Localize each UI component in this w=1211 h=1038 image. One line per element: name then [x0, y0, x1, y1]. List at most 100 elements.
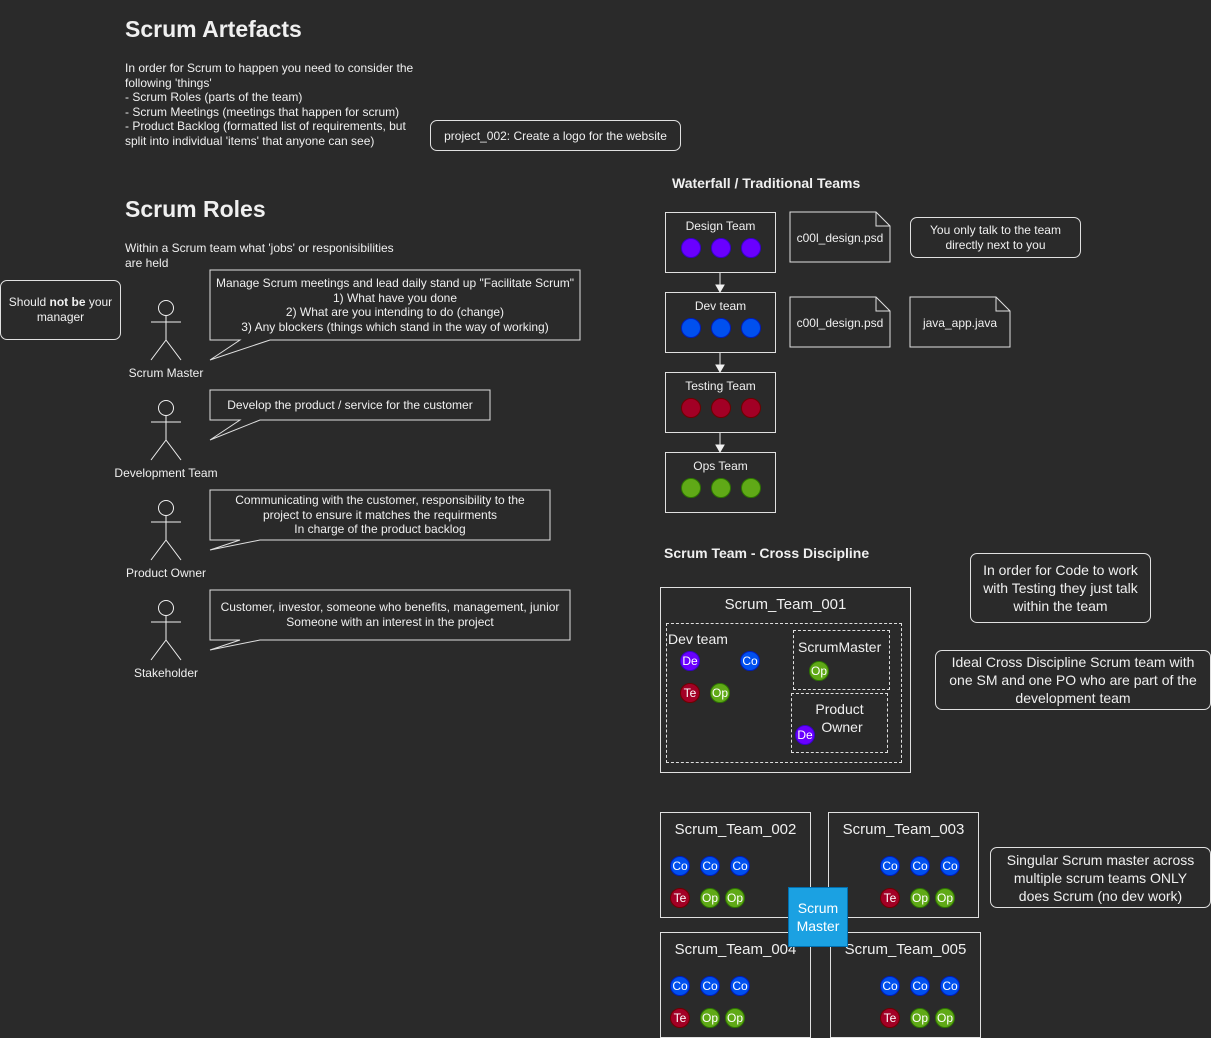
- artefacts-line: - Product Backlog (formatted list of req…: [125, 119, 406, 133]
- manager-note-post: your: [85, 295, 113, 309]
- waterfall-team-dev[interactable]: Dev team: [665, 292, 776, 353]
- scrum-team-005[interactable]: Scrum_Team_005 Co Co Co Te Op Op: [830, 932, 981, 1038]
- waterfall-team-ops[interactable]: Ops Team: [665, 452, 776, 513]
- product-owner-label: Product Owner: [792, 700, 887, 736]
- note-line: In order for Code to work: [983, 562, 1138, 578]
- waterfall-team-testing[interactable]: Testing Team: [665, 372, 776, 433]
- member-circle: [741, 318, 761, 338]
- callout-line: 2) What are you intending to do (change): [285, 305, 505, 319]
- member-badge: Te: [880, 888, 900, 908]
- roles-intro-line: Within a Scrum team what 'jobs' or respo…: [125, 241, 394, 255]
- team-name: Scrum_Team_004: [674, 941, 797, 958]
- note-line: You only talk to the team: [930, 222, 1061, 237]
- product-owner-container[interactable]: Product Owner De: [791, 693, 888, 753]
- note-line: development team: [1015, 690, 1131, 706]
- member-circle: [711, 478, 731, 498]
- callout-line: Customer, investor, someone who benefits…: [220, 600, 560, 614]
- artefacts-title: Scrum Artefacts: [125, 16, 302, 42]
- waterfall-title: Waterfall / Traditional Teams: [672, 175, 861, 191]
- member-circle: [681, 398, 701, 418]
- waterfall-note[interactable]: You only talk to the team directly next …: [910, 217, 1081, 258]
- scrum-master-label: ScrumMaster: [798, 639, 882, 655]
- project-card[interactable]: project_002: Create a logo for the websi…: [430, 120, 681, 151]
- actor-development-team-icon[interactable]: [150, 400, 182, 461]
- member-badge: De: [680, 651, 700, 671]
- note-line: within the team: [1013, 598, 1108, 614]
- cross-note-talk[interactable]: In order for Code to work with Testing t…: [970, 553, 1151, 623]
- dev-team-label: Dev team: [668, 631, 728, 647]
- member-circle: [741, 478, 761, 498]
- cross-note-ideal[interactable]: Ideal Cross Discipline Scrum team with o…: [935, 650, 1211, 710]
- member-circle: [711, 318, 731, 338]
- actor-product-owner-icon[interactable]: [150, 500, 182, 561]
- member-badge: Op: [935, 1008, 955, 1028]
- member-circle: [711, 238, 731, 258]
- scrum-master-container[interactable]: ScrumMaster Op: [793, 630, 890, 690]
- note-line: directly next to you: [945, 237, 1046, 252]
- member-badge: Op: [710, 683, 730, 703]
- note-line: Ideal Cross Discipline Scrum team with: [951, 654, 1195, 670]
- team-label: Dev team: [694, 299, 747, 313]
- actor-label: Scrum Master: [128, 366, 204, 380]
- roles-intro-line: are held: [125, 255, 169, 270]
- team-name: Scrum_Team_005: [844, 941, 967, 958]
- member-badge: Te: [670, 888, 690, 908]
- note-line: does Scrum (no dev work): [1018, 887, 1183, 904]
- member-badge: Te: [670, 1008, 690, 1028]
- file-shape-1: [789, 211, 891, 263]
- scrum-team-001[interactable]: Scrum_Team_001 Dev team De Co Te Op Scru…: [660, 587, 911, 773]
- artefacts-line: - Scrum Roles (parts of the team): [125, 90, 303, 104]
- manager-note[interactable]: Should not be your manager: [0, 280, 121, 340]
- member-badge: Op: [809, 661, 829, 681]
- actor-scrum-master-icon[interactable]: [150, 300, 182, 361]
- callout-stakeholder: [209, 589, 571, 651]
- callout-line: Develop the product / service for the cu…: [227, 398, 473, 412]
- artefacts-description: In order for Scrum to happen you need to…: [125, 61, 445, 148]
- note-line: one SM and one PO who are part of the: [949, 672, 1197, 688]
- multi-note[interactable]: Singular Scrum master across multiple sc…: [990, 847, 1211, 908]
- member-badge: De: [795, 725, 815, 745]
- note-line: with Testing they just talk: [983, 580, 1138, 596]
- member-badge: Co: [910, 856, 930, 876]
- file-shape-3: [909, 296, 1011, 348]
- scrum-team-004[interactable]: Scrum_Team_004 Co Co Co Te Op Op: [660, 932, 811, 1038]
- member-badge: Te: [680, 683, 700, 703]
- manager-note-line1: Should not be your: [9, 295, 112, 310]
- manager-note-bold: not be: [49, 295, 86, 309]
- callout-line: Communicating with the customer, respons…: [235, 493, 525, 507]
- scrum-team-003[interactable]: Scrum_Team_003 Co Co Co Te Op Op: [828, 812, 979, 918]
- shared-scrum-master[interactable]: Scrum Master: [788, 887, 848, 947]
- actor-label: Product Owner: [125, 566, 207, 580]
- callout-line: Manage Scrum meetings and lead daily sta…: [215, 276, 575, 290]
- file-label: java_app.java: [922, 316, 998, 330]
- scrum-master-line: Scrum: [797, 900, 839, 916]
- callout-line: Someone with an interest in the project: [286, 614, 494, 629]
- member-badge: Co: [880, 856, 900, 876]
- member-circle: [741, 398, 761, 418]
- dev-team-container[interactable]: Dev team De Co Te Op ScrumMaster Op Prod…: [666, 623, 902, 763]
- roles-intro: Within a Scrum team what 'jobs' or respo…: [125, 241, 425, 270]
- member-badge: Co: [730, 976, 750, 996]
- member-badge: Op: [700, 888, 720, 908]
- member-badge: Co: [730, 856, 750, 876]
- callout-line: 3) Any blockers (things which stand in t…: [241, 319, 549, 334]
- product-owner-line: Product: [815, 701, 864, 717]
- member-badge: Co: [700, 976, 720, 996]
- team-label: Testing Team: [685, 379, 756, 393]
- member-badge: Te: [880, 1008, 900, 1028]
- file-shape-2: [789, 296, 891, 348]
- callout-text: Communicating with the customer, respons…: [210, 493, 550, 537]
- artefacts-line: following 'things': [125, 75, 212, 90]
- member-circle: [681, 318, 701, 338]
- scrum-team-002[interactable]: Scrum_Team_002 Co Co Co Te Op Op: [660, 812, 811, 918]
- cross-title: Scrum Team - Cross Discipline: [664, 545, 870, 561]
- callout-scrum-master: [209, 269, 581, 361]
- actor-label: Stakeholder: [133, 666, 199, 680]
- artefacts-line: - Scrum Meetings (meetings that happen f…: [125, 104, 400, 119]
- member-badge: Co: [940, 976, 960, 996]
- waterfall-team-design[interactable]: Design Team: [665, 212, 776, 273]
- member-badge: Co: [740, 651, 760, 671]
- actor-stakeholder-icon[interactable]: [150, 600, 182, 661]
- file-label: c00l_design.psd: [796, 316, 884, 330]
